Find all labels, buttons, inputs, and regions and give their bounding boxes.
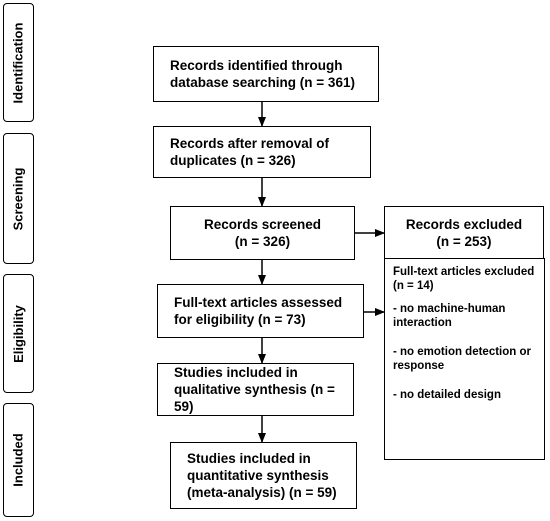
- exclusion-reason: - no detailed design: [393, 389, 501, 401]
- fulltext-assessed-box: Full-text articles assessed for eligibil…: [157, 284, 364, 338]
- records-after-duplicates-box: Records after removal of duplicates (n =…: [153, 126, 371, 178]
- quantitative-synthesis-text: Studies included in quantitative synthes…: [187, 451, 337, 500]
- records-identified-box: Records identified through database sear…: [153, 46, 379, 102]
- records-identified-text: Records identified through database sear…: [170, 58, 355, 90]
- fulltext-excluded-box: Full-text articles excluded (n = 14) - n…: [384, 258, 545, 460]
- records-screened-text: Records screened (n = 326): [203, 217, 322, 249]
- records-after-duplicates-text: Records after removal of duplicates (n =…: [170, 136, 330, 168]
- records-screened-box: Records screened (n = 326): [170, 206, 355, 260]
- phase-eligibility: Eligibility: [3, 274, 34, 393]
- quantitative-synthesis-box: Studies included in quantitative synthes…: [170, 442, 357, 509]
- exclusion-reason: - no emotion detection or response: [393, 346, 531, 372]
- exclusion-reason: - no machine-human interaction: [393, 303, 506, 329]
- records-excluded-text: Records excluded (n = 253): [405, 217, 523, 249]
- phase-eligibility-label: Eligibility: [10, 304, 26, 363]
- qualitative-synthesis-box: Studies included in qualitative synthesi…: [157, 363, 354, 416]
- qualitative-synthesis-text: Studies included in qualitative synthesi…: [174, 365, 335, 414]
- records-excluded-box: Records excluded (n = 253): [384, 206, 544, 260]
- fulltext-assessed-text: Full-text articles assessed for eligibil…: [174, 295, 343, 327]
- phase-included: Included: [3, 403, 34, 517]
- phase-screening-label: Screening: [10, 167, 26, 230]
- phase-identification: Identification: [3, 3, 34, 122]
- phase-screening: Screening: [3, 133, 34, 264]
- phase-included-label: Included: [10, 433, 26, 487]
- fulltext-excluded-header: Full-text articles excluded (n = 14): [393, 266, 535, 292]
- phase-identification-label: Identification: [10, 22, 26, 103]
